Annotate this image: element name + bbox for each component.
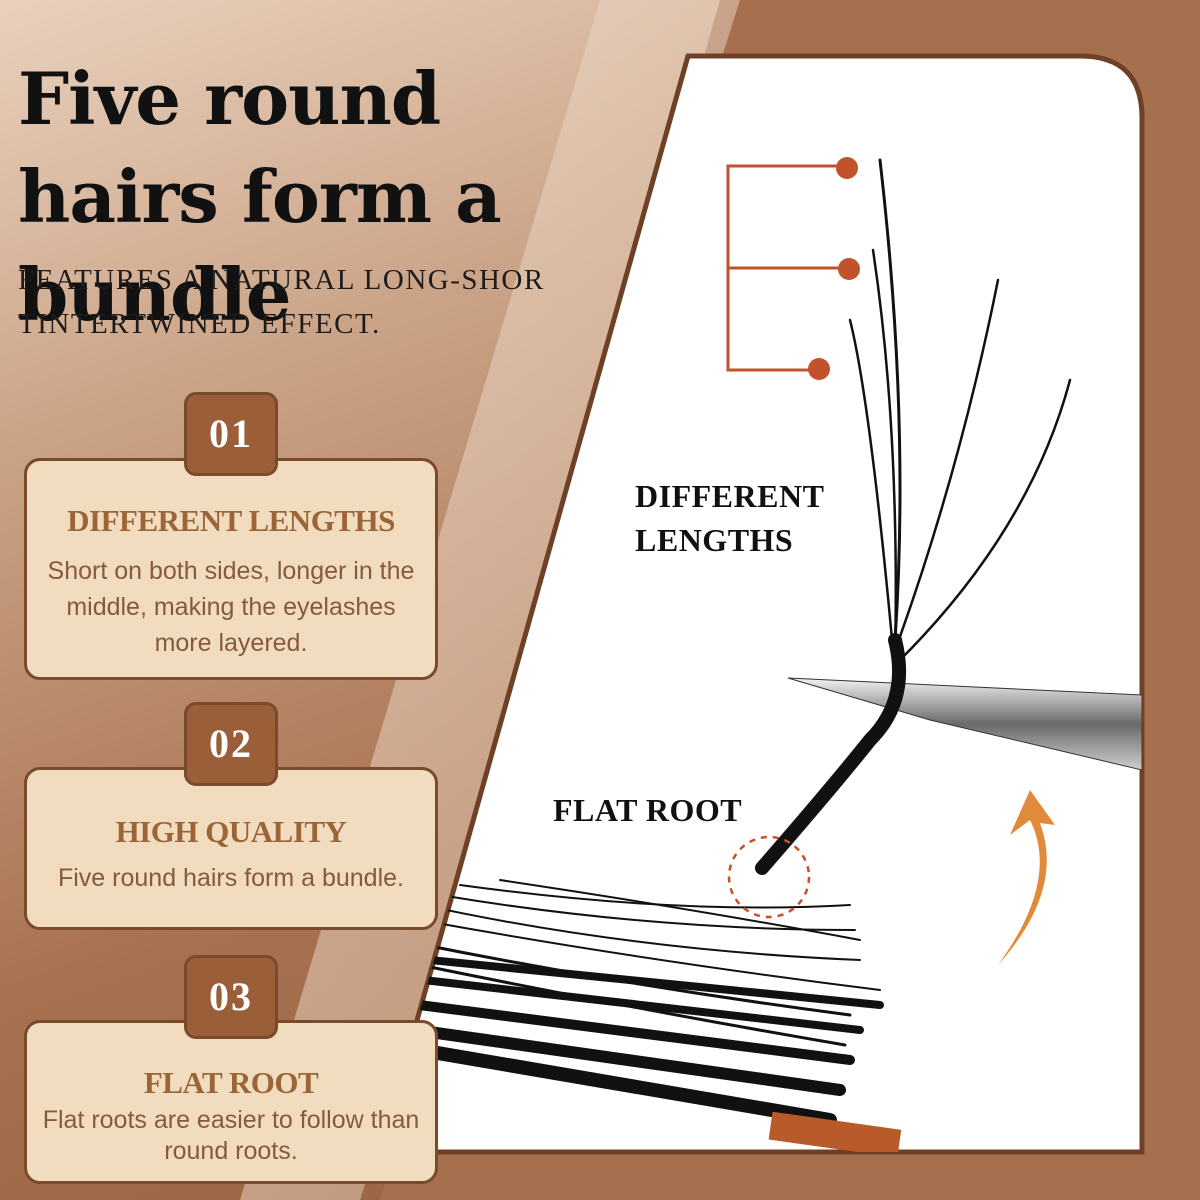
feature-number-badge: 01 [184, 392, 278, 476]
label-flat-root: FLAT ROOT [553, 792, 743, 828]
page-title: Five round hairs form a bundle [18, 56, 502, 337]
feature-text: Short on both sides, longer in the middl… [47, 557, 415, 657]
lash-strip [380, 879, 884, 1127]
photo-frame [376, 53, 1145, 1155]
feature-title: HIGH QUALITY [115, 814, 347, 849]
feature-card-2: HIGH QUALITY Five round hairs form a bun… [24, 767, 438, 930]
feature-card-1: DIFFERENT LENGTHS Short on both sides, l… [24, 458, 438, 680]
root-highlight-circle [727, 835, 811, 919]
feature-number-badge: 03 [184, 955, 278, 1039]
length-dot-1 [836, 157, 858, 179]
feature-number-badge: 02 [184, 702, 278, 786]
feature-text: Five round hairs form a bundle. [57, 864, 404, 892]
length-bracket [726, 164, 848, 372]
page-subtitle: FEATURES A NATURAL LONG-SHOR TINTERTWINE… [18, 264, 545, 340]
curved-arrow [998, 790, 1055, 965]
tweezer [787, 677, 1142, 771]
feature-text: Flat roots are easier to follow than rou… [42, 1106, 420, 1165]
feature-title: FLAT ROOT [143, 1065, 319, 1100]
feature-card-3: FLAT ROOT Flat roots are easier to follo… [24, 1020, 438, 1184]
length-dot-2 [838, 258, 860, 280]
feature-title: DIFFERENT LENGTHS [67, 503, 395, 538]
label-different-lengths: DIFFERENT LENGTHS [635, 478, 824, 558]
length-dot-3 [808, 358, 830, 380]
lash-bundle [755, 158, 1072, 875]
